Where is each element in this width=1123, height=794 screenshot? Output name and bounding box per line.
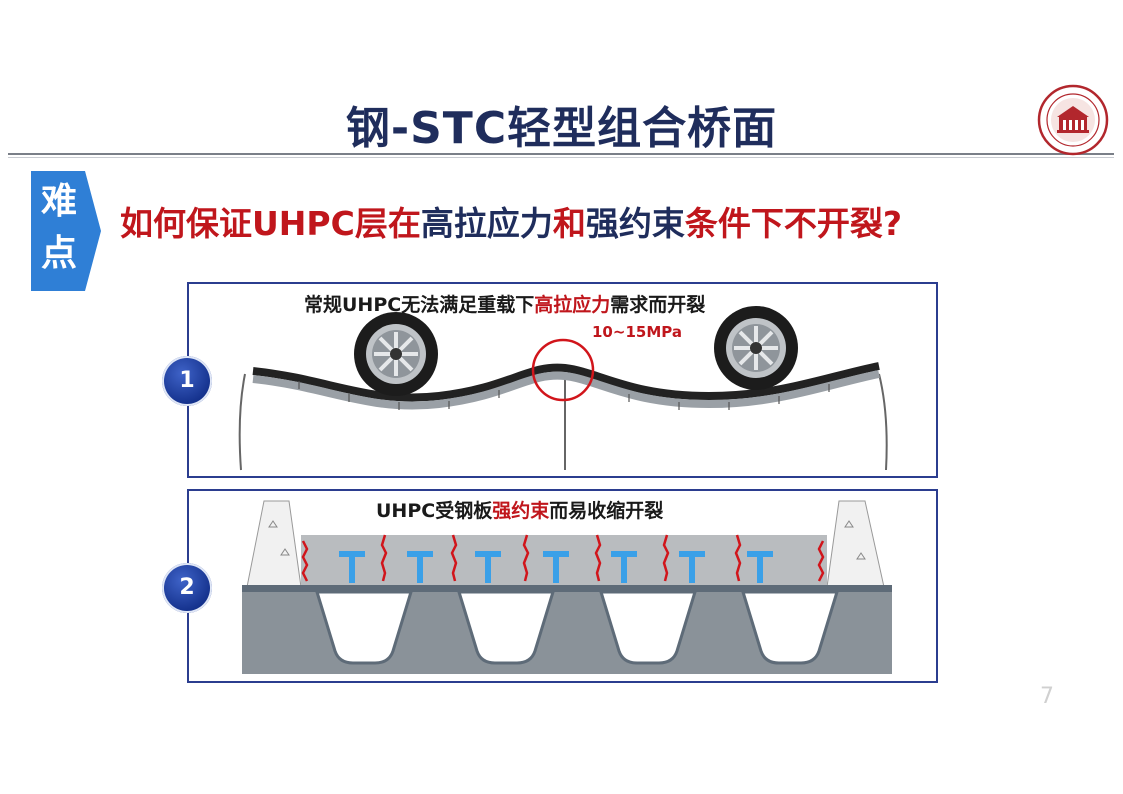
question-part-1: 如何保证UHPC层在 <box>120 204 421 243</box>
panel1-caption: 常规UHPC无法满足重载下高拉应力需求而开裂 <box>304 290 705 317</box>
panel1-caption-post: 需求而开裂 <box>610 294 706 316</box>
step-badge-2: 2 <box>162 563 212 613</box>
stud-icon <box>339 551 773 583</box>
slide-title: 钢-STC轻型组合桥面 <box>345 103 778 154</box>
university-seal-logo <box>1037 84 1109 156</box>
tire-icon <box>714 306 798 390</box>
deck-section-diagram <box>242 500 892 674</box>
key-question: 如何保证UHPC层在高拉应力和强约束条件下不开裂? <box>120 197 902 245</box>
panel2-caption-post: 而易收缩开裂 <box>549 500 664 522</box>
panel2-caption-pre: UHPC受钢板 <box>376 500 493 522</box>
panel1-caption-pre: 常规UHPC无法满足重载下 <box>304 294 535 316</box>
tire-icon <box>354 312 438 396</box>
panel1-caption-highlight: 高拉应力 <box>534 294 611 316</box>
deck-bending-diagram <box>238 306 888 471</box>
stress-value: 10~15MPa <box>592 323 682 341</box>
question-high-tension: 高拉应力 <box>420 204 553 243</box>
difficulty-tag <box>31 171 101 291</box>
title-divider <box>8 153 1114 155</box>
panel2-caption-highlight: 强约束 <box>492 500 550 522</box>
question-part-5: 条件下不开裂? <box>684 204 902 243</box>
question-strong-constraint: 强约束 <box>585 204 685 243</box>
panel2-caption: UHPC受钢板强约束而易收缩开裂 <box>376 496 663 523</box>
tag-char-1: 难 <box>40 181 77 222</box>
tag-char-2: 点 <box>40 233 77 274</box>
page-number: 7 <box>1040 684 1054 709</box>
step-badge-1: 1 <box>162 356 212 406</box>
title-divider-thin <box>8 157 1114 158</box>
difficulty-tag-label: 难 点 <box>33 176 85 280</box>
panel-strong-constraint <box>187 489 938 683</box>
panel-heavy-load <box>187 282 938 478</box>
crack-icon <box>301 534 825 582</box>
question-part-3: 和 <box>552 204 586 243</box>
